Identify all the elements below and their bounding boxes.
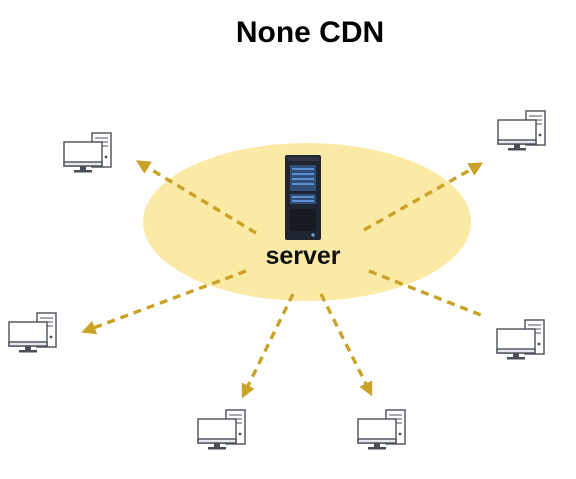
arrow-to-client-bottom-right [319,293,373,397]
desktop-computer-icon [497,110,546,152]
desktop-computer-icon [8,312,57,354]
client-top-left [63,132,112,174]
client-mid-left [8,312,57,354]
arrow-to-client-bottom-left [241,293,295,399]
desktop-computer-icon [63,132,112,174]
client-bottom-left [197,409,246,451]
client-top-right [497,110,546,152]
diagram-title: None CDN [236,16,384,49]
server-label: server [265,242,340,270]
desktop-computer-icon [357,409,406,451]
arrow-to-client-mid-right [368,269,487,319]
server-rack-icon [285,155,321,240]
distribution-arrows [81,160,487,399]
desktop-computer-icon [496,319,545,361]
arrow-to-client-mid-left [81,269,247,335]
desktop-computer-icon [197,409,246,451]
arrow-to-client-top-right [363,162,484,232]
client-mid-right [496,319,545,361]
client-bottom-right [357,409,406,451]
